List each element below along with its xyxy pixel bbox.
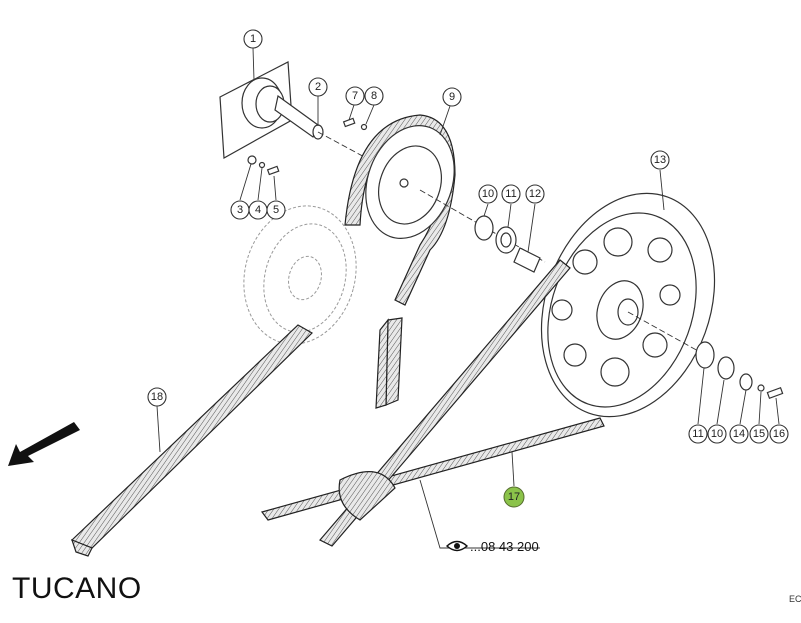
reference: ...08 43 200 (445, 539, 539, 554)
belt-drop (375, 317, 403, 409)
direction-arrow-icon (8, 422, 80, 466)
svg-text:3: 3 (237, 204, 243, 216)
callout-7: 7 (345, 86, 365, 106)
callout-4: 4 (248, 200, 268, 220)
callout-18: 18 (147, 387, 167, 407)
svg-text:18: 18 (151, 391, 163, 403)
upper-pulley (344, 114, 456, 306)
svg-text:1: 1 (250, 33, 256, 45)
svg-text:10: 10 (711, 428, 723, 440)
bracket-assembly (219, 61, 371, 176)
svg-text:9: 9 (449, 91, 455, 103)
svg-text:8: 8 (371, 90, 377, 102)
svg-text:10: 10 (482, 188, 494, 200)
svg-text:11: 11 (692, 428, 703, 440)
svg-text:14: 14 (733, 428, 745, 440)
svg-text:16: 16 (773, 428, 785, 440)
svg-text:13: 13 (654, 154, 666, 166)
svg-text:5: 5 (273, 204, 279, 216)
svg-text:7: 7 (352, 90, 358, 102)
callouts: 1 2 3 4 5 7 8 9 10 11 12 13 11 10 14 15 … (147, 29, 789, 508)
corner-code: EC (789, 594, 801, 604)
callout-11b: 11 (688, 424, 708, 444)
callout-12: 12 (525, 184, 545, 204)
ghost-pulley (243, 205, 357, 345)
callout-15: 15 (749, 424, 769, 444)
callout-14: 14 (729, 424, 749, 444)
callout-9: 9 (442, 87, 462, 107)
callout-8: 8 (364, 86, 384, 106)
belt-17 (260, 259, 605, 547)
callout-2: 2 (308, 77, 328, 97)
callout-13: 13 (650, 150, 670, 170)
svg-text:15: 15 (753, 428, 765, 440)
svg-text:12: 12 (529, 188, 541, 200)
callout-leaders (156, 47, 780, 549)
callout-17-highlighted: 17 (503, 486, 525, 508)
svg-text:2: 2 (315, 81, 321, 93)
callout-16: 16 (769, 424, 789, 444)
callout-11: 11 (501, 184, 521, 204)
svg-text:4: 4 (255, 204, 261, 216)
callout-3: 3 (230, 200, 250, 220)
model-label: TUCANO (12, 572, 142, 605)
svg-text:11: 11 (505, 188, 516, 200)
hub-parts (474, 215, 784, 399)
large-pulley (419, 189, 716, 418)
callout-10b: 10 (707, 424, 727, 444)
belt-18 (70, 324, 313, 557)
callout-10: 10 (478, 184, 498, 204)
callout-1: 1 (243, 29, 263, 49)
reference-text: ...08 43 200 (470, 539, 539, 554)
callout-5: 5 (266, 200, 286, 220)
eye-icon (445, 540, 469, 552)
svg-text:17: 17 (508, 491, 520, 503)
